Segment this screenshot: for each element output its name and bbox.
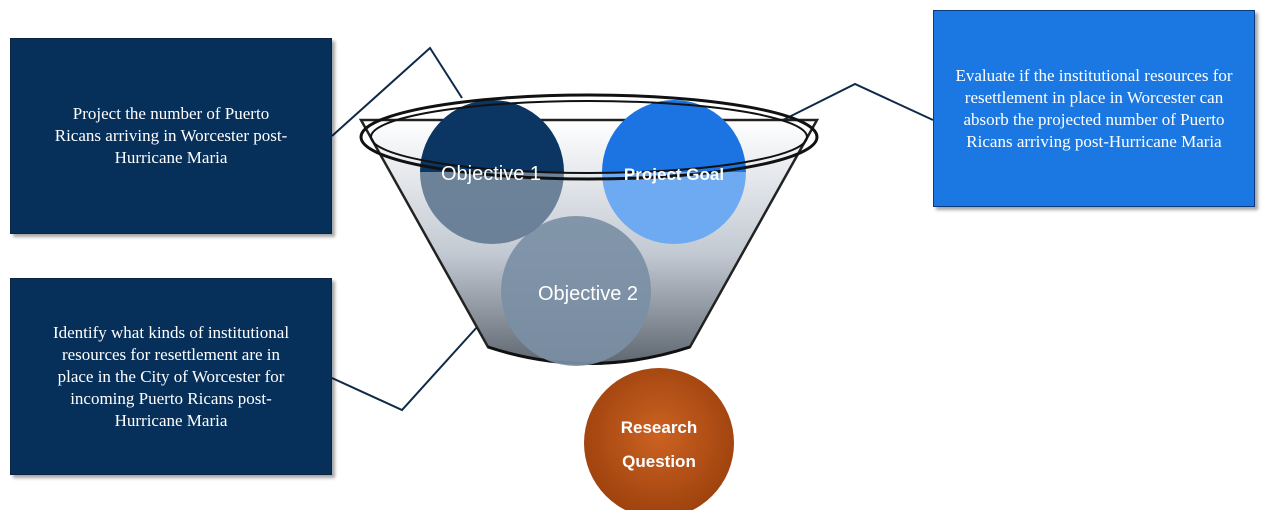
project-goal-textbox: Evaluate if the institutional resources … <box>933 10 1255 207</box>
connector-line-goal <box>778 82 934 123</box>
objective1-textbox: Project the number of Puerto Ricans arri… <box>10 38 332 234</box>
objective1-circle-bottom <box>420 172 564 244</box>
objective2-circle <box>501 216 651 366</box>
goal-circle-top <box>602 100 746 172</box>
objective1-circle-top <box>420 100 564 172</box>
funnel-rim-inner <box>370 100 808 174</box>
project-goal-description: Evaluate if the institutional resources … <box>955 65 1233 151</box>
objective2-label: Objective 2 <box>538 283 638 305</box>
objective1-description: Project the number of Puerto Ricans arri… <box>54 104 288 167</box>
objective2-textbox: Identify what kinds of institutional res… <box>10 278 332 475</box>
research-question-label-line2: Question <box>622 452 696 471</box>
objective1-label: Objective 1 <box>441 163 541 185</box>
goal-circle-bottom <box>602 172 746 244</box>
funnel-rim-outer <box>359 93 819 181</box>
connector-line-objective2 <box>331 304 498 412</box>
goal-label: Project Goal <box>624 165 724 184</box>
research-question-label-line1: Research <box>621 418 698 437</box>
connector-line-objective1 <box>331 46 463 137</box>
research-question-circle <box>584 368 734 510</box>
objective2-description: Identify what kinds of institutional res… <box>52 322 290 430</box>
